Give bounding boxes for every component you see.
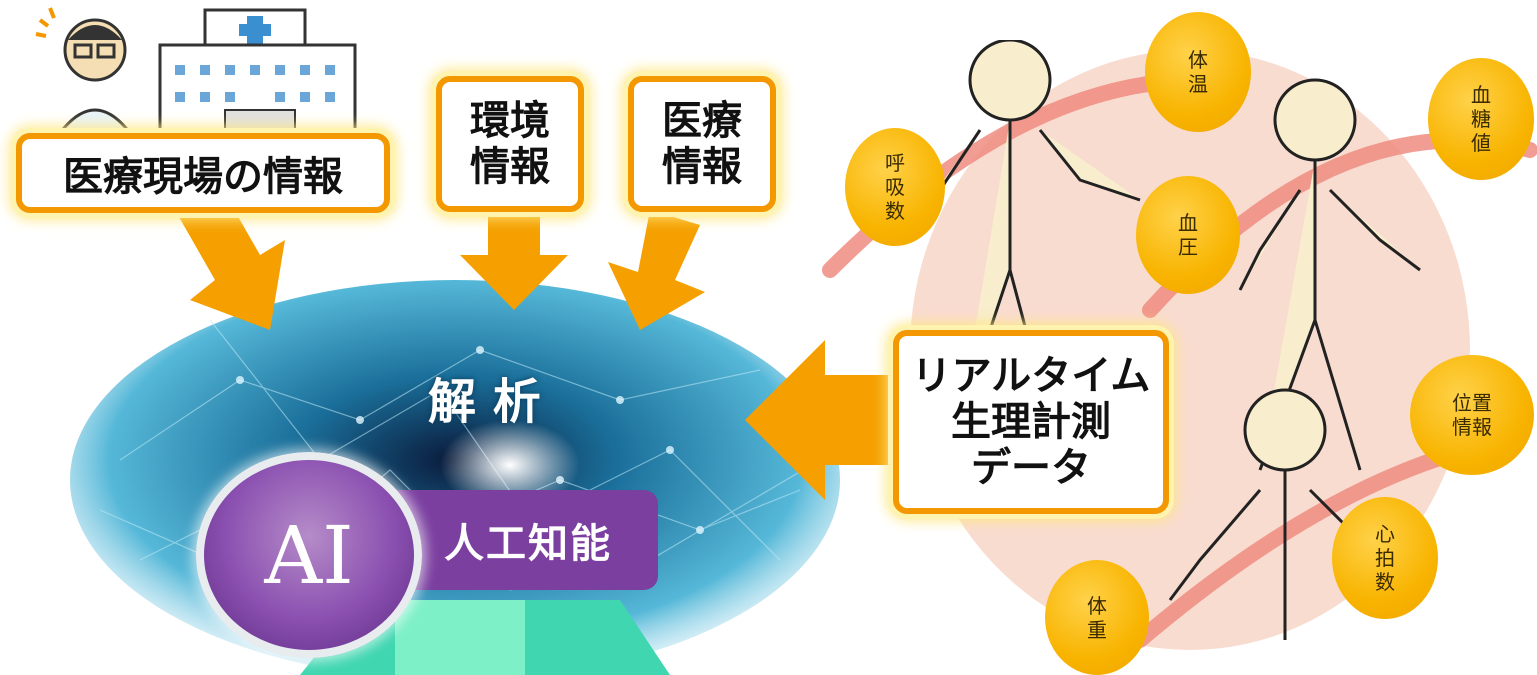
doctor-illustration <box>35 7 137 140</box>
medical-site-info-label: 医療現場の情報 <box>63 154 343 200</box>
bubble-blood-pressure: 血 圧 <box>1136 176 1240 294</box>
bubble-respiration: 呼 吸 数 <box>845 128 945 246</box>
bubble-temperature: 体 温 <box>1145 12 1251 132</box>
medical-info-box: 医療 情報 <box>628 76 776 212</box>
realtime-data-box: リアルタイム 生理計測 データ <box>893 330 1169 514</box>
hospital-illustration <box>158 8 357 140</box>
arrow-realtime <box>745 340 895 500</box>
bubble-blood-sugar: 血 糖 値 <box>1428 58 1534 180</box>
arrow-medical-site <box>175 185 285 330</box>
ai-badge-text: AI <box>264 508 354 602</box>
medical-site-info-box: 医療現場の情報 <box>16 133 390 213</box>
ai-badge: AI <box>196 452 422 658</box>
arrow-medical <box>608 210 705 330</box>
bubble-location: 位置 情報 <box>1410 355 1534 475</box>
medical-info-label: 医療 情報 <box>662 98 742 190</box>
ai-label: 人工知能 <box>444 521 612 567</box>
environment-info-box: 環境 情報 <box>436 76 584 212</box>
environment-info-label: 環境 情報 <box>470 98 550 190</box>
analysis-title: 解 析 <box>428 374 541 430</box>
bubble-heart-rate: 心 拍 数 <box>1332 497 1438 619</box>
bubble-weight: 体 重 <box>1045 560 1149 675</box>
arrow-environment <box>460 200 568 310</box>
realtime-data-label: リアルタイム 生理計測 データ <box>911 353 1151 491</box>
